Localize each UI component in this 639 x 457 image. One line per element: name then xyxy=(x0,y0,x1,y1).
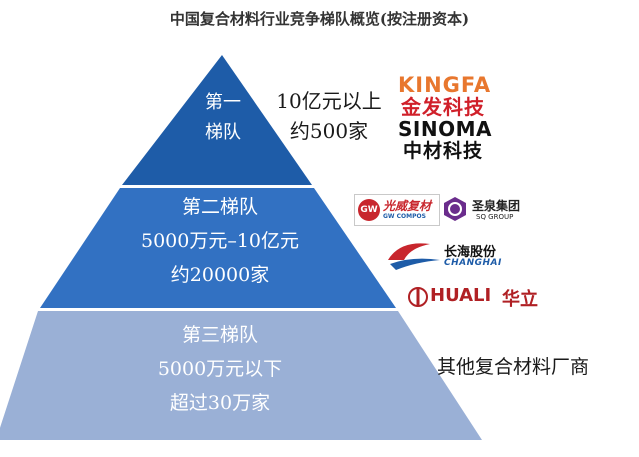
sinoma-logo: SINOMA 中材科技 xyxy=(398,117,492,162)
tier-3-label: 第三梯队 xyxy=(181,324,258,346)
tier-2-shape xyxy=(40,188,396,308)
changhai-cn: 长海股份 xyxy=(444,245,497,260)
tier-2-label: 第二梯队 xyxy=(181,196,258,218)
tier-1-label-line1: 第一 xyxy=(205,92,241,113)
sq-group-en: SQ GROUP xyxy=(476,213,514,221)
huali-emblem-icon xyxy=(408,287,428,307)
kingfa-logo-en: KINGFA xyxy=(398,73,492,97)
gw-compos-en: GW COMPOS xyxy=(383,213,426,220)
tier-1-description: 10亿元以上 约500家 xyxy=(262,86,396,146)
gw-badge-icon: GW xyxy=(358,199,380,221)
sinoma-logo-cn: 中材科技 xyxy=(402,140,483,162)
tier-2-criteria: 5000万元–10亿元 xyxy=(140,230,300,252)
tier-1-count: 约500家 xyxy=(289,119,369,143)
tier-1-label-line2: 梯队 xyxy=(205,122,241,143)
tier-3-block: 第三梯队 5000万元以下 超过30万家 xyxy=(130,318,310,420)
huali-en: HUALI xyxy=(430,285,492,306)
sinoma-logo-en: SINOMA xyxy=(398,117,492,141)
sq-emblem-icon xyxy=(444,197,466,221)
changhai-en: CHANGHAI xyxy=(444,258,502,268)
changhai-logo: 长海股份 CHANGHAI xyxy=(386,238,536,274)
kingfa-logo-cn: 金发科技 xyxy=(401,95,485,119)
tier-1-criteria: 10亿元以上 xyxy=(276,89,382,113)
tier-3-others: 其他复合材料厂商 xyxy=(436,356,589,378)
sq-group-cn: 圣泉集团 xyxy=(472,199,521,213)
tier-1-shape xyxy=(122,55,312,185)
gw-compos-cn: 光威复材 xyxy=(383,199,432,213)
tier-2-count: 约20000家 xyxy=(170,264,270,286)
tier-2-block: 第二梯队 5000万元–10亿元 约20000家 xyxy=(120,190,320,292)
sq-group-logo: 圣泉集团 SQ GROUP xyxy=(442,196,542,224)
gw-compos-logo: GW 光威复材 GW COMPOS xyxy=(354,194,440,226)
tier-3-criteria: 5000万元以下 xyxy=(157,358,283,380)
huali-cn: 华立 xyxy=(502,289,538,310)
changhai-wave-icon xyxy=(388,243,440,270)
huali-logo: HUALI 华立 xyxy=(408,284,558,312)
page-title: 中国复合材料行业竞争梯队概览(按注册资本) xyxy=(169,10,470,28)
kingfa-logo: KINGFA 金发科技 xyxy=(398,73,492,119)
tier-3-shape xyxy=(0,311,482,440)
tier-3-count: 超过30万家 xyxy=(169,392,271,414)
tier-1-label: 第一 梯队 xyxy=(186,88,260,148)
